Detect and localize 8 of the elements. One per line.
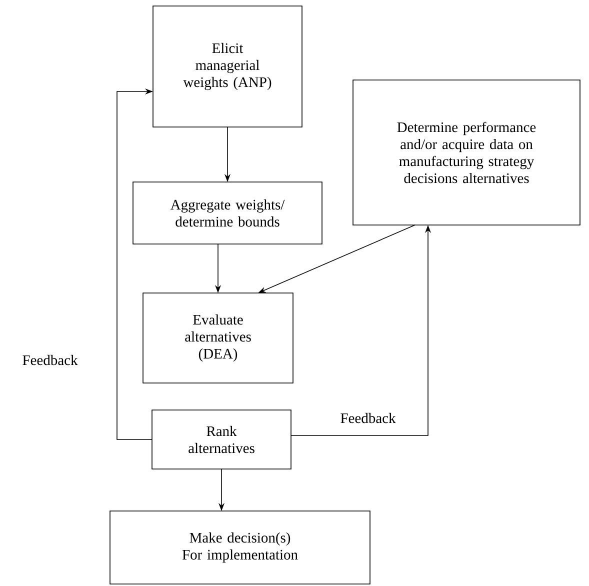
process-box: Elicit managerial weights (ANP): [152, 6, 302, 128]
process-box: Make decision(s) For implementation: [110, 510, 370, 584]
process-box: Evaluate alternatives (DEA): [142, 292, 294, 384]
process-box: Aggregate weights/ determine bounds: [132, 182, 322, 244]
process-box: Rank alternatives: [152, 410, 292, 470]
process-box: Determine performance and/or acquire data on manufacturing strategy decisions alternatives: [352, 80, 580, 226]
edge-label: Feedback: [21, 354, 79, 366]
edge-label: Feedback: [339, 412, 397, 424]
